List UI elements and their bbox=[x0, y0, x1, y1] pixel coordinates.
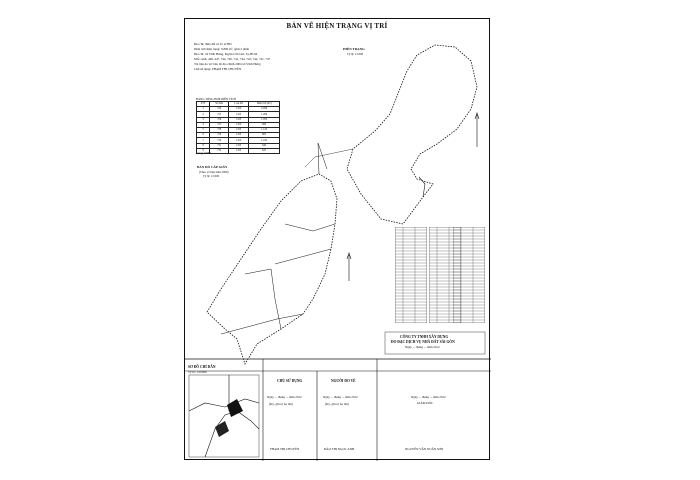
info-line: Địa chỉ: thửa đất số 01 tờ BĐ bbox=[194, 42, 232, 46]
date-line: Ngày ... tháng ... năm 2012 bbox=[267, 395, 302, 399]
nguoi-ve-title: NGƯỜI ĐO VẼ bbox=[331, 379, 356, 383]
map-sheet: BẢN VẼ HIỆN TRẠNG VỊ TRÍ Địa chỉ: thửa đ… bbox=[184, 18, 491, 461]
date-line: Ngày ... tháng ... năm 2012 bbox=[323, 395, 358, 399]
north-arrow-icon bbox=[474, 112, 480, 147]
chu-su-dung-title: CHỦ SỬ DỤNG bbox=[277, 379, 303, 383]
company-line3: Ngày ... tháng ... năm 2012 bbox=[405, 345, 440, 349]
cap-giay-sub: (Theo số liệu năm 2008) bbox=[199, 170, 229, 174]
hien-trang-label: HIỆN TRẠNG bbox=[343, 47, 365, 51]
info-block: Địa chỉ: thửa đất số 01 tờ BĐ Diện tích … bbox=[194, 42, 344, 72]
info-line: Địa chỉ: xã Vĩnh Hưng, huyện Cần Giờ, Tp… bbox=[194, 52, 258, 56]
coordinate-table bbox=[453, 227, 485, 323]
cap-giay-label: BẢN ĐỒ CẤP GIẤY bbox=[197, 165, 228, 169]
cap-giay-scale: Tỷ lệ: 1/1000 bbox=[203, 174, 220, 178]
sheet-title: BẢN VẼ HIỆN TRẠNG VỊ TRÍ bbox=[286, 22, 388, 30]
north-arrow-icon bbox=[346, 252, 352, 281]
name-chu-su-dung: PHẠM THỊ CHUYỀN bbox=[270, 447, 300, 451]
cap-giay-parcel-outline bbox=[206, 173, 338, 365]
name-giam-doc: NGUYỄN VĂN XUÂN SƠN bbox=[405, 447, 444, 451]
coordinate-table bbox=[395, 227, 427, 323]
table-total: Cộng: 9.869 bbox=[196, 151, 211, 155]
hien-trang-scale: Tỷ lệ: 1/1000 bbox=[347, 52, 364, 56]
table-cell: 625 bbox=[248, 147, 280, 154]
date-line: Ngày ... tháng ... năm 2012 bbox=[411, 395, 446, 399]
so-do-scale: Tỷ lệ: 1/10000 bbox=[188, 370, 207, 374]
so-do-title: SƠ ĐỒ CHỈ DẪN bbox=[188, 365, 216, 369]
map-drawing bbox=[185, 44, 491, 461]
table-title: BẢNG TỔNG HỢP DIỆN TÍCH bbox=[196, 97, 236, 101]
table-cell: 9 bbox=[195, 147, 211, 154]
location-mini-map bbox=[188, 374, 260, 458]
company-line1: CÔNG TY TNHH XÂY DỰNG bbox=[400, 335, 449, 339]
name-nguoi-ve: ĐÀO THỊ NGỌC ANH bbox=[324, 447, 355, 451]
hien-trang-parcel-outline bbox=[346, 44, 478, 225]
info-line: Tài liệu đo vẽ: bản đồ địa chính 2004 xã… bbox=[194, 62, 261, 66]
table-cell: CLN bbox=[228, 147, 250, 154]
info-line: Diện tích hiện trạng: 9.869 m², gồm 2 ph… bbox=[194, 47, 250, 51]
company-line2: ĐO ĐẠC DỊCH VỤ NHÀ ĐẤT SÀI GÒN bbox=[391, 340, 455, 344]
info-line: Mốc ranh: 448, 447, 742, 740, 741, 744, … bbox=[194, 57, 271, 61]
info-line: Chủ sử dụng: PHẠM THỊ CHUYỀN bbox=[194, 67, 242, 71]
sign-note: (Ký, ghi rõ họ tên) bbox=[269, 402, 293, 406]
giam-doc-label: GIÁM ĐỐC bbox=[417, 401, 434, 405]
sign-note: (Ký, ghi rõ họ tên) bbox=[325, 402, 349, 406]
